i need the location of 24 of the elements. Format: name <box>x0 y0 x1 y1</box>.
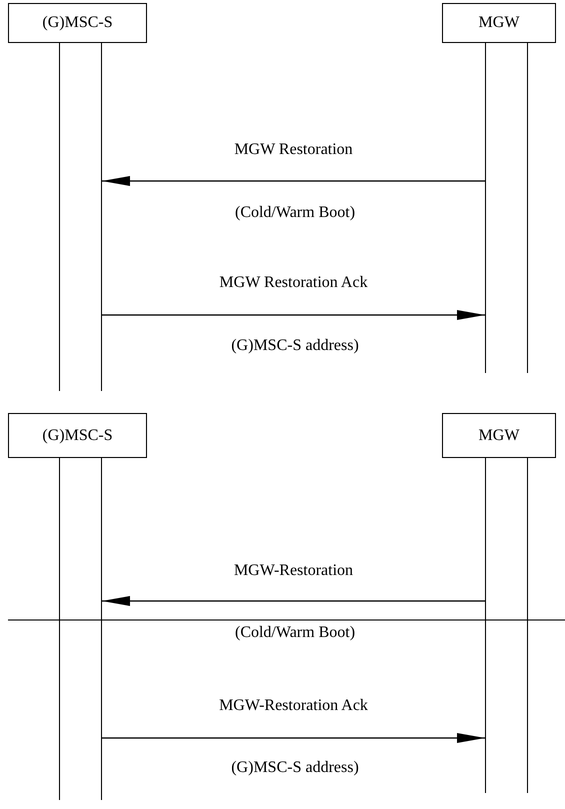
message-parameter: (G)MSC-S address) <box>231 759 359 777</box>
message-arrow <box>102 733 485 743</box>
participant-name: (G)MSC-S <box>42 426 113 444</box>
edge-label: MGW Restoration Ack <box>219 274 368 292</box>
message-parameter: (Cold/Warm Boot) <box>234 204 356 222</box>
participant-box <box>8 413 147 458</box>
lifeline <box>59 43 102 391</box>
edge-label: MGW-Restoration Ack <box>219 697 368 715</box>
participant-name: MGW <box>478 426 520 444</box>
lifeline <box>59 458 102 800</box>
message-arrow <box>102 310 485 320</box>
participant-name: (G)MSC-S <box>42 14 113 32</box>
participant-box <box>8 3 147 43</box>
message-parameter: (G)MSC-S address) <box>231 337 359 355</box>
participant-box <box>442 413 556 458</box>
message-arrow <box>102 596 485 606</box>
message-parameter: (Cold/Warm Boot) <box>234 624 356 642</box>
participant-name: MGW <box>478 14 520 32</box>
participant-box <box>442 3 556 43</box>
lifeline <box>485 458 528 793</box>
edge-label: MGW Restoration <box>234 141 353 159</box>
lifeline <box>485 43 528 373</box>
message-arrow <box>102 176 485 186</box>
edge-label: MGW-Restoration <box>234 562 354 580</box>
